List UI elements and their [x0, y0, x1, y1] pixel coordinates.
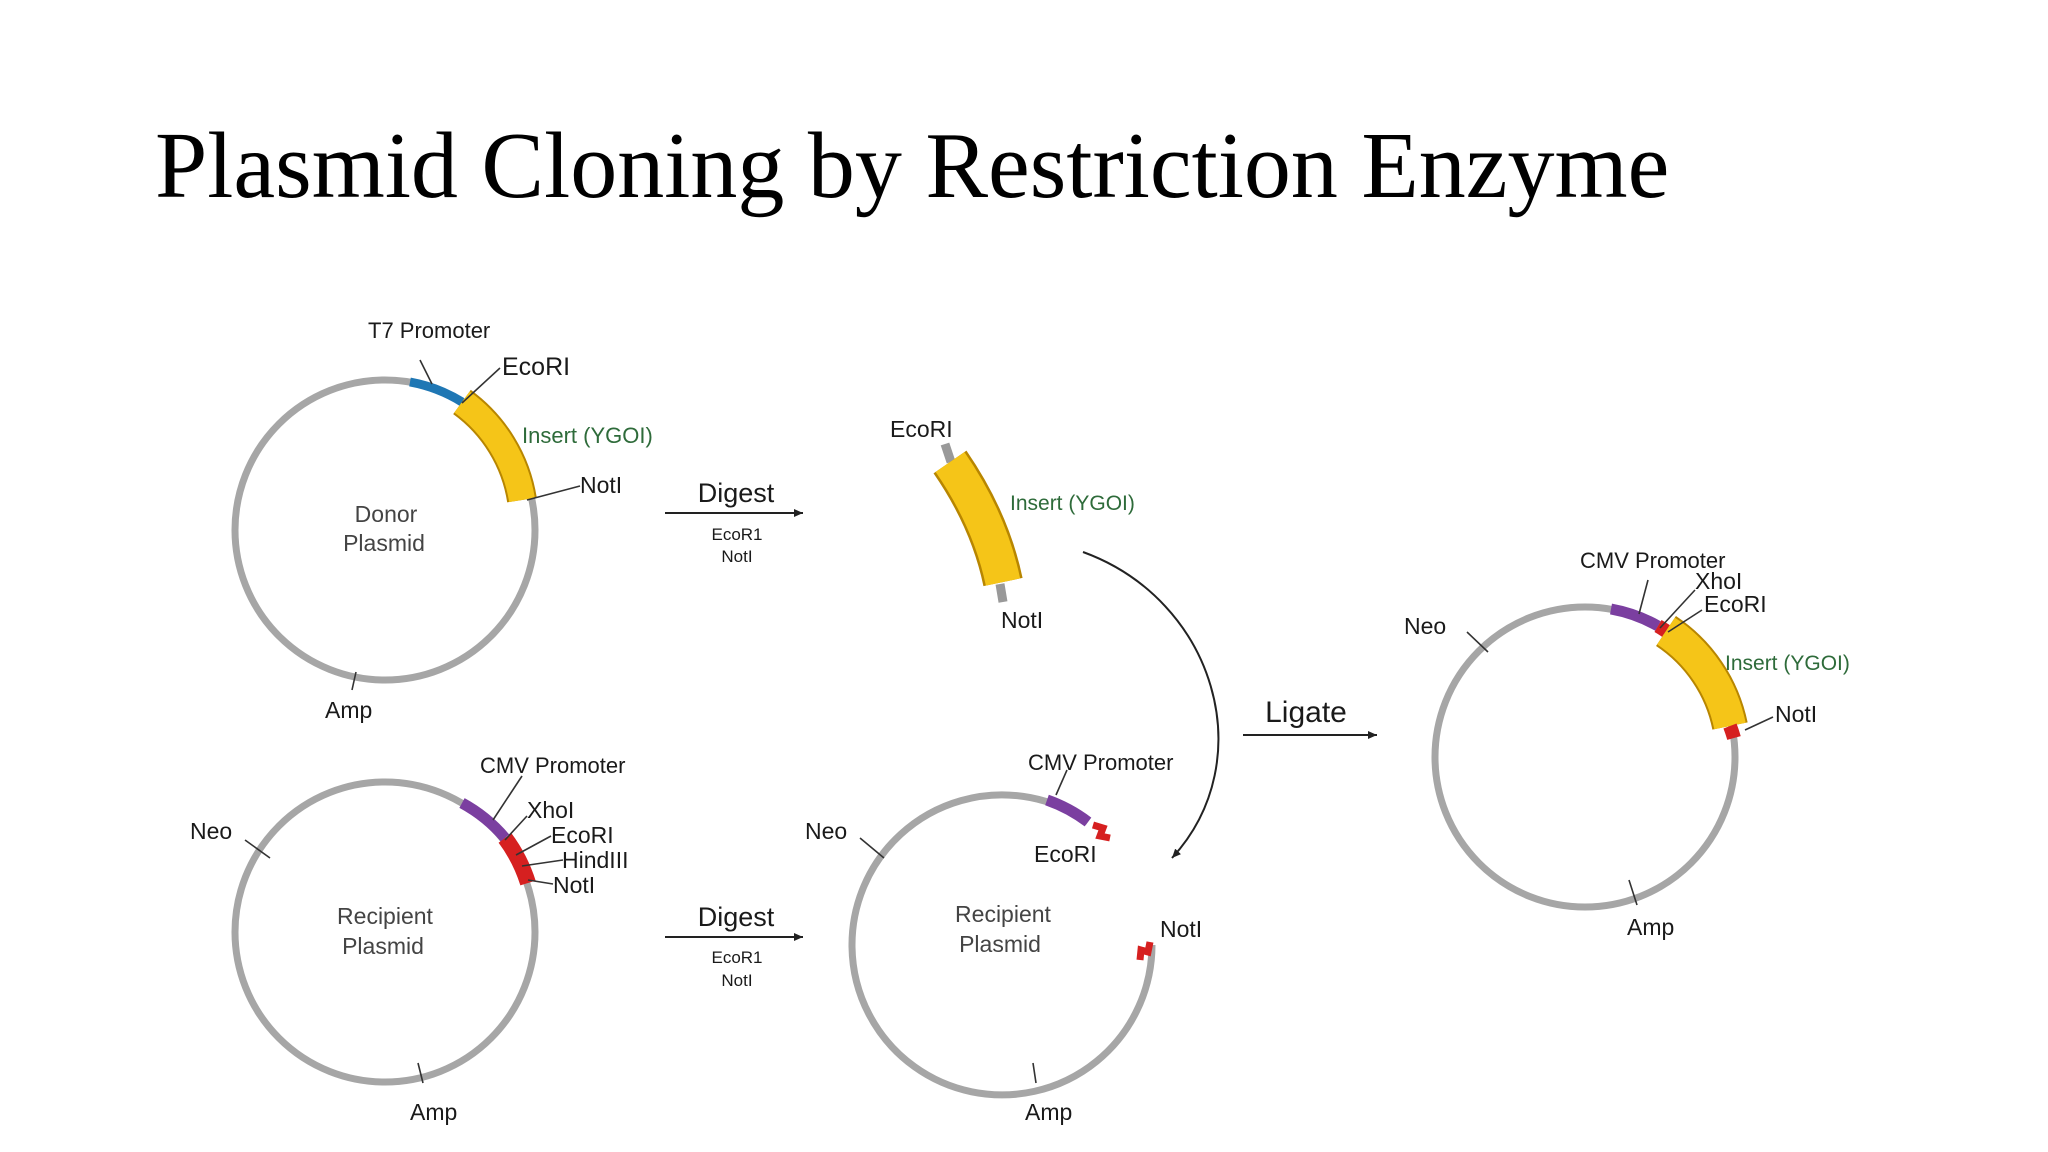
- recipient-noti-tick: [527, 879, 554, 885]
- donor-noti-tick: [526, 485, 581, 501]
- donor-insert-segment: [454, 391, 535, 503]
- recombinant-xhoi-tick: [1659, 589, 1696, 629]
- digest-bottom-enzyme1: EcoR1: [711, 948, 762, 967]
- recipient-noti-label: NotI: [553, 872, 595, 898]
- recombinant-ecori-label: EcoRI: [1704, 591, 1767, 617]
- recipient-cmv-segment: [459, 798, 510, 842]
- cut-recipient-name-line1: Recipient: [955, 901, 1051, 927]
- recipient-name-line2: Plasmid: [342, 933, 424, 959]
- digest-bottom-label: Digest: [698, 902, 775, 932]
- cut-recipient-plasmid: CMV Promoter EcoRI NotI Neo Amp Recipien…: [805, 750, 1202, 1125]
- cut-recipient-name-line2: Plasmid: [959, 931, 1041, 957]
- recipient-mcs-segment: [498, 833, 536, 886]
- recipient-neo-tick: [244, 839, 271, 859]
- digest-top-enzyme1: EcoR1: [711, 525, 762, 544]
- slide-title: Plasmid Cloning by Restriction Enzyme: [155, 114, 1670, 218]
- cut-recipient-amp-label: Amp: [1025, 1099, 1072, 1125]
- cut-recipient-neo-label: Neo: [805, 818, 847, 844]
- fragment-ecori-label: EcoRI: [890, 416, 953, 442]
- recombinant-amp-tick: [1628, 879, 1638, 906]
- donor-name-line2: Plasmid: [343, 530, 425, 556]
- donor-amp-label: Amp: [325, 697, 372, 723]
- donor-insert-label: Insert (YGOI): [522, 423, 653, 448]
- recombinant-ecori-tick: [1667, 609, 1703, 633]
- donor-plasmid: T7 Promoter EcoRI Insert (YGOI) NotI Amp…: [231, 318, 653, 723]
- recipient-xhoi-tick: [504, 815, 528, 841]
- donor-amp-tick: [351, 671, 357, 691]
- digest-bottom-enzyme2: NotI: [721, 971, 752, 990]
- cut-recipient-noti-label: NotI: [1160, 916, 1202, 942]
- recombinant-ecori-segment: [1654, 619, 1670, 637]
- donor-name-line1: Donor: [355, 501, 418, 527]
- donor-noti-label: NotI: [580, 472, 622, 498]
- recipient-cmv-tick: [492, 775, 523, 821]
- digest-bottom-step: Digest EcoR1 NotI: [665, 902, 803, 990]
- excised-fragment: EcoRI Insert (YGOI) NotI: [890, 416, 1135, 633]
- cut-recipient-backbone: [848, 791, 1156, 1099]
- recombinant-noti-segment: [1723, 723, 1741, 740]
- recombinant-cmv-label: CMV Promoter: [1580, 548, 1725, 573]
- recipient-ecori-label: EcoRI: [551, 822, 614, 848]
- digest-top-enzyme2: NotI: [721, 547, 752, 566]
- donor-t7-label: T7 Promoter: [368, 318, 490, 343]
- recipient-cmv-label: CMV Promoter: [480, 753, 625, 778]
- recombinant-plasmid: CMV Promoter XhoI EcoRI Insert (YGOI) No…: [1404, 548, 1850, 940]
- cut-recipient-ecori-end: [1091, 821, 1111, 842]
- recombinant-neo-tick: [1466, 631, 1489, 653]
- recombinant-neo-label: Neo: [1404, 613, 1446, 639]
- recipient-ecori-tick: [515, 835, 552, 856]
- recombinant-xhoi-label: XhoI: [1695, 568, 1742, 594]
- ligate-label: Ligate: [1265, 696, 1347, 729]
- digest-top-step: Digest EcoR1 NotI: [665, 478, 803, 566]
- recombinant-insert-segment: [1656, 617, 1746, 730]
- cut-recipient-amp-tick: [1032, 1062, 1037, 1084]
- recombinant-noti-tick: [1744, 716, 1774, 731]
- recipient-hindiii-tick: [521, 859, 564, 867]
- recombinant-cmv-segment: [1609, 603, 1661, 631]
- recipient-plasmid: CMV Promoter XhoI EcoRI HindIII NotI Neo…: [190, 753, 628, 1125]
- recombinant-cmv-tick: [1638, 579, 1649, 615]
- fragment-insert-body: [935, 452, 1021, 586]
- recipient-amp-tick: [417, 1062, 424, 1084]
- cut-recipient-cmv-tick: [1055, 769, 1068, 796]
- cut-recipient-noti-end: [1136, 941, 1154, 961]
- digest-top-label: Digest: [698, 478, 775, 508]
- fragment-insert-label: Insert (YGOI): [1010, 492, 1135, 515]
- donor-t7-promoter-segment: [409, 377, 465, 406]
- recipient-xhoi-label: XhoI: [527, 797, 574, 823]
- fragment-noti-label: NotI: [1001, 607, 1043, 633]
- recipient-backbone: [231, 778, 539, 1086]
- recombinant-insert-label: Insert (YGOI): [1725, 652, 1850, 675]
- cut-recipient-cmv-label: CMV Promoter: [1028, 750, 1173, 775]
- cut-recipient-cmv-segment: [1045, 794, 1092, 827]
- recombinant-backbone: [1431, 603, 1739, 911]
- cut-recipient-ecori-label: EcoRI: [1034, 841, 1097, 867]
- donor-backbone: [231, 376, 539, 684]
- donor-ecori-tick: [461, 367, 501, 404]
- recombinant-amp-label: Amp: [1627, 914, 1674, 940]
- fragment-ecori-end: [940, 442, 956, 464]
- donor-t7-tick: [419, 359, 433, 385]
- insertion-arrow: [1082, 551, 1220, 859]
- recipient-neo-label: Neo: [190, 818, 232, 844]
- fragment-noti-end: [995, 583, 1008, 603]
- recipient-hindiii-label: HindIII: [562, 847, 628, 873]
- ligate-step: Ligate: [1243, 696, 1377, 739]
- recipient-name-line1: Recipient: [337, 903, 433, 929]
- cut-recipient-neo-tick: [859, 837, 885, 859]
- donor-ecori-label: EcoRI: [502, 353, 570, 381]
- recipient-amp-label: Amp: [410, 1099, 457, 1125]
- recombinant-noti-label: NotI: [1775, 701, 1817, 727]
